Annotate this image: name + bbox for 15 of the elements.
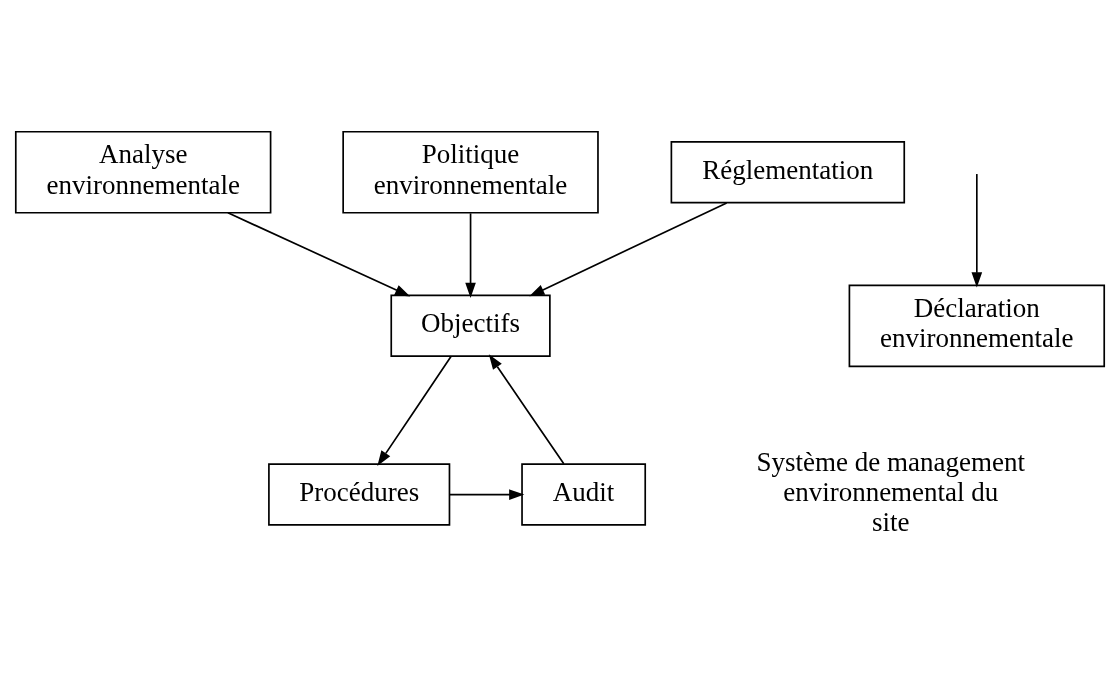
arrow — [227, 211, 411, 297]
arrow — [971, 173, 983, 288]
arrow — [377, 355, 452, 466]
node-box: Déclaration environnementale — [848, 284, 1106, 368]
arrow — [465, 212, 476, 298]
label: Système de management environnemental du site — [756, 446, 1025, 538]
arrow — [448, 489, 525, 500]
node-box: Procédures — [268, 463, 451, 526]
node-box: Objectifs — [390, 294, 551, 358]
arrow — [529, 202, 728, 297]
node-box: Réglementation — [670, 141, 906, 204]
node-box: Analyse environnementale — [14, 130, 272, 214]
node-box: Audit — [521, 463, 647, 526]
node-box: Politique environnementale — [342, 130, 599, 214]
arrow — [488, 354, 565, 465]
